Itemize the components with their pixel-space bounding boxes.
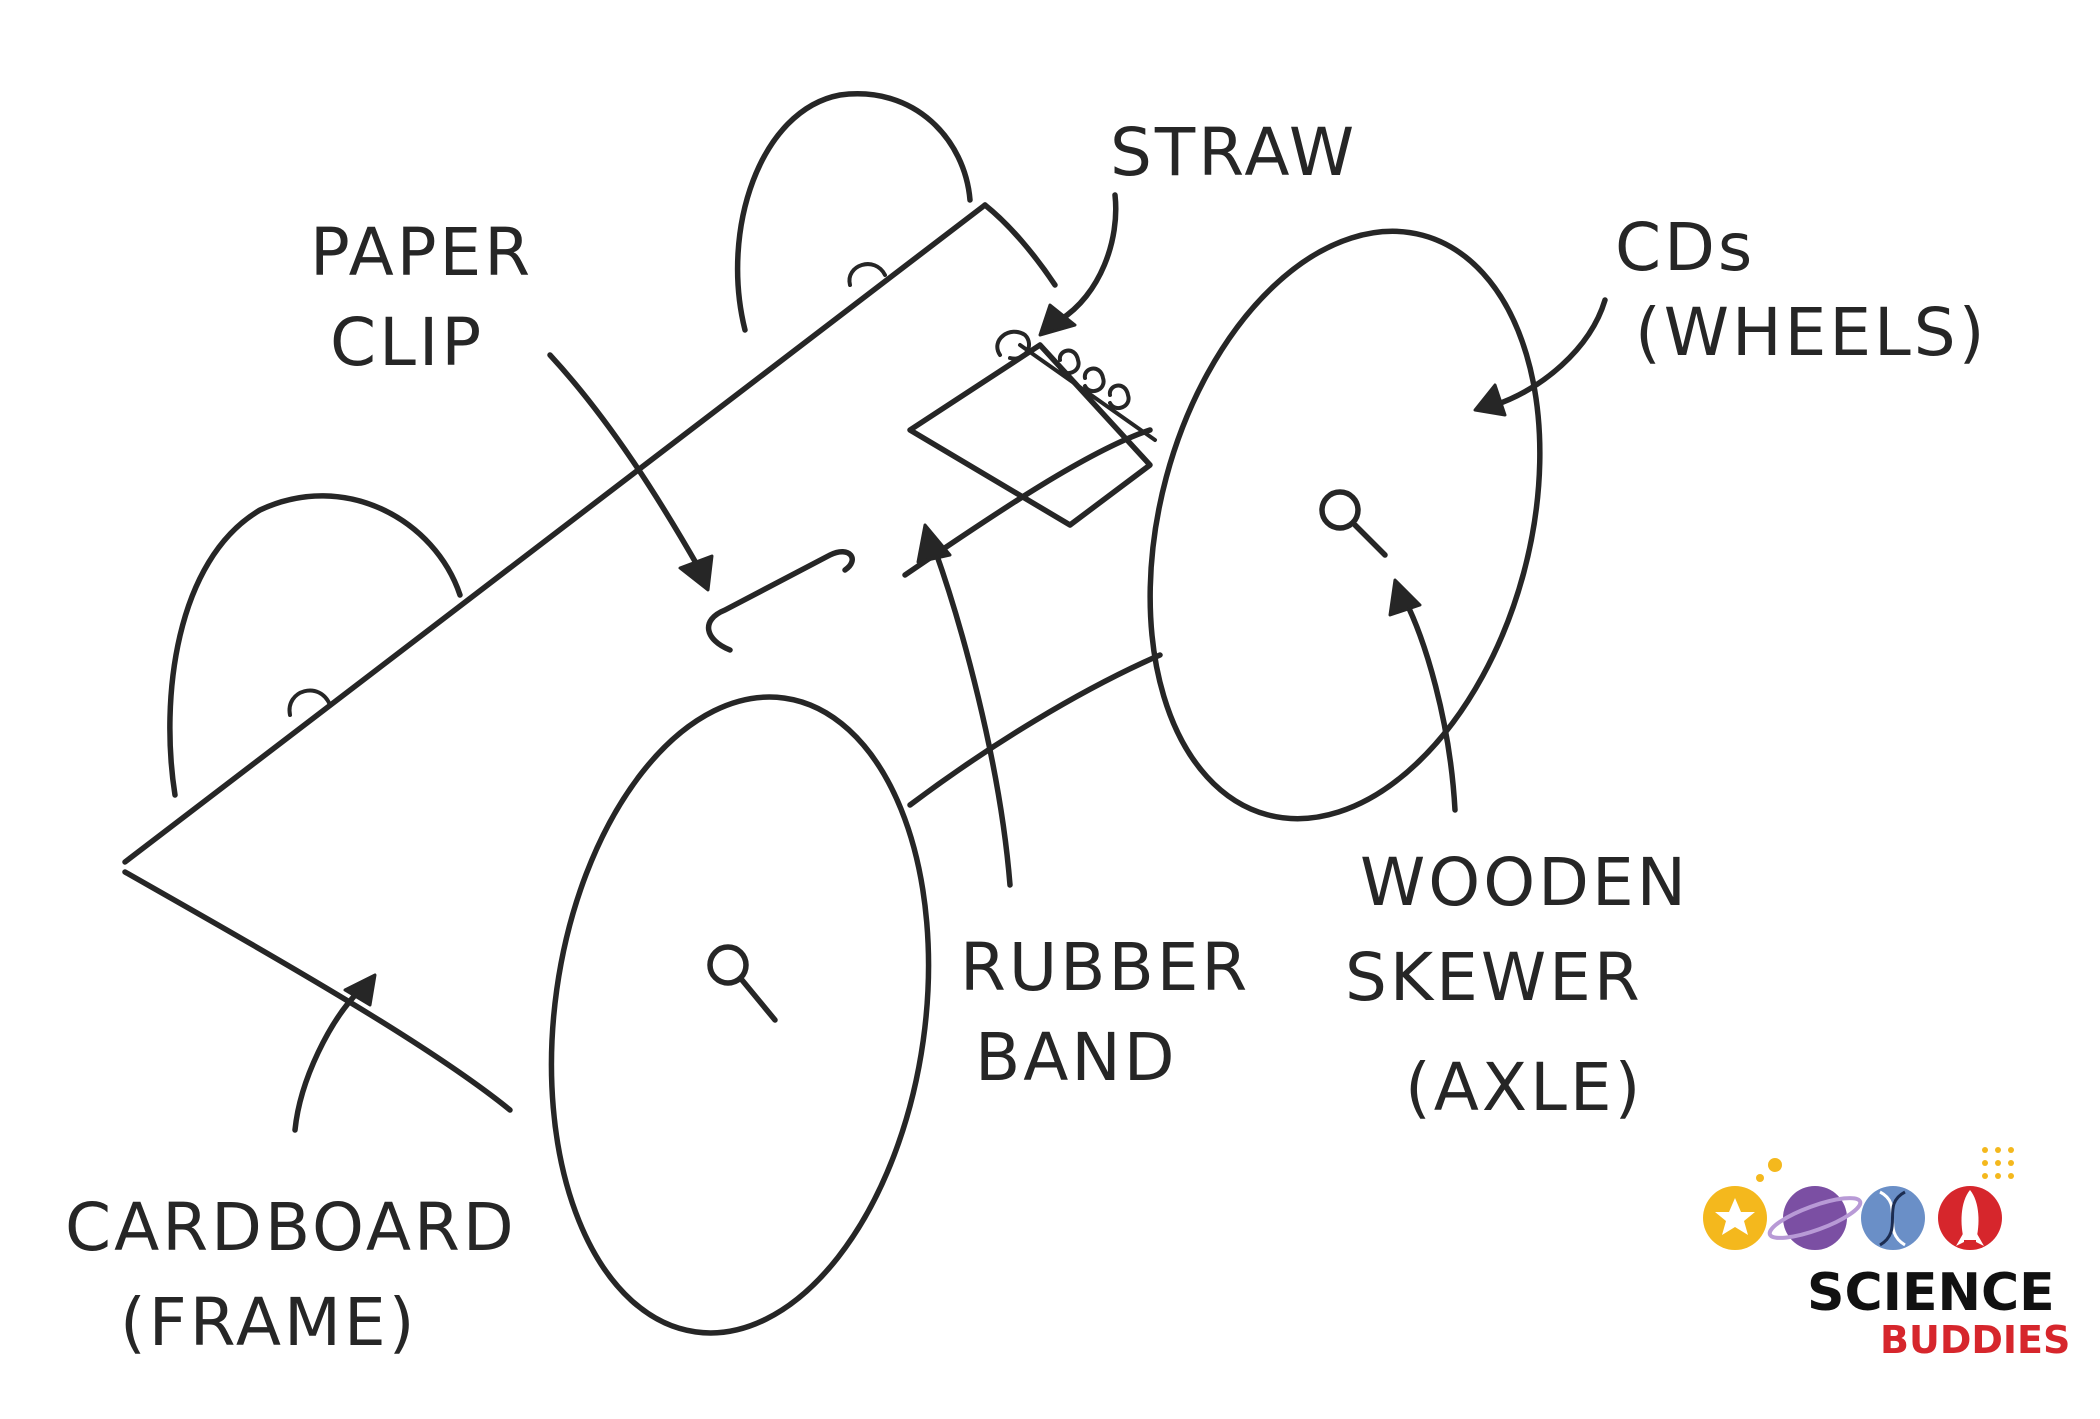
label-frame: (FRAME) [120,1284,417,1361]
label-wheels: (WHEELS) [1635,294,1987,371]
label-rubber: RUBBER [960,929,1250,1006]
label-paper: PAPER [310,214,533,291]
dna-icon [1861,1186,1925,1250]
label-cardboard-word: CARDBOARD [65,1189,517,1266]
sun-icon [1703,1158,1782,1250]
arrow-rubber-band [916,523,1013,888]
logo-buddies: BUDDIES [1880,1318,2070,1362]
back-left-wheel [167,493,463,798]
front-left-hub [707,944,778,1023]
label-paper-clip: PAPER CLIP [310,214,533,381]
paper-clip [705,548,855,653]
back-right-hub [847,262,887,287]
logo-dots [1982,1147,2014,1179]
label-skewer-word: SKEWER [1345,939,1643,1016]
label-cds-line1: CDs [1615,209,1755,286]
label-rubber-band: RUBBER BAND [960,929,1250,1096]
label-cardboard: CARDBOARD (FRAME) [65,1189,517,1361]
back-left-hub [287,688,332,717]
arrow-cds [1473,297,1608,417]
planet-icon [1767,1186,1863,1250]
rubber-band [995,329,1157,442]
label-band: BAND [975,1019,1178,1096]
science-buddies-logo: SCIENCE BUDDIES [1703,1147,2070,1362]
arrow-skewer [1388,578,1458,813]
label-axle: (AXLE) [1405,1049,1643,1126]
back-right-wheel [734,91,973,333]
logo-science: SCIENCE [1807,1263,2055,1323]
label-clip: CLIP [330,304,484,381]
straw [907,342,1153,528]
label-straw: STRAW [1110,114,1357,191]
label-cds: CDs (WHEELS) [1615,209,1987,371]
arrow-paper-clip [547,352,714,592]
rocket-icon [1938,1186,2002,1250]
arrow-cardboard [292,973,377,1133]
label-wooden: WOODEN [1360,844,1689,921]
front-left-wheel [548,694,932,1336]
front-right-hub [1319,489,1388,558]
arrow-straw [1038,192,1119,337]
label-skewer: WOODEN SKEWER (AXLE) [1345,844,1689,1126]
front-right-wheel [1147,228,1543,822]
